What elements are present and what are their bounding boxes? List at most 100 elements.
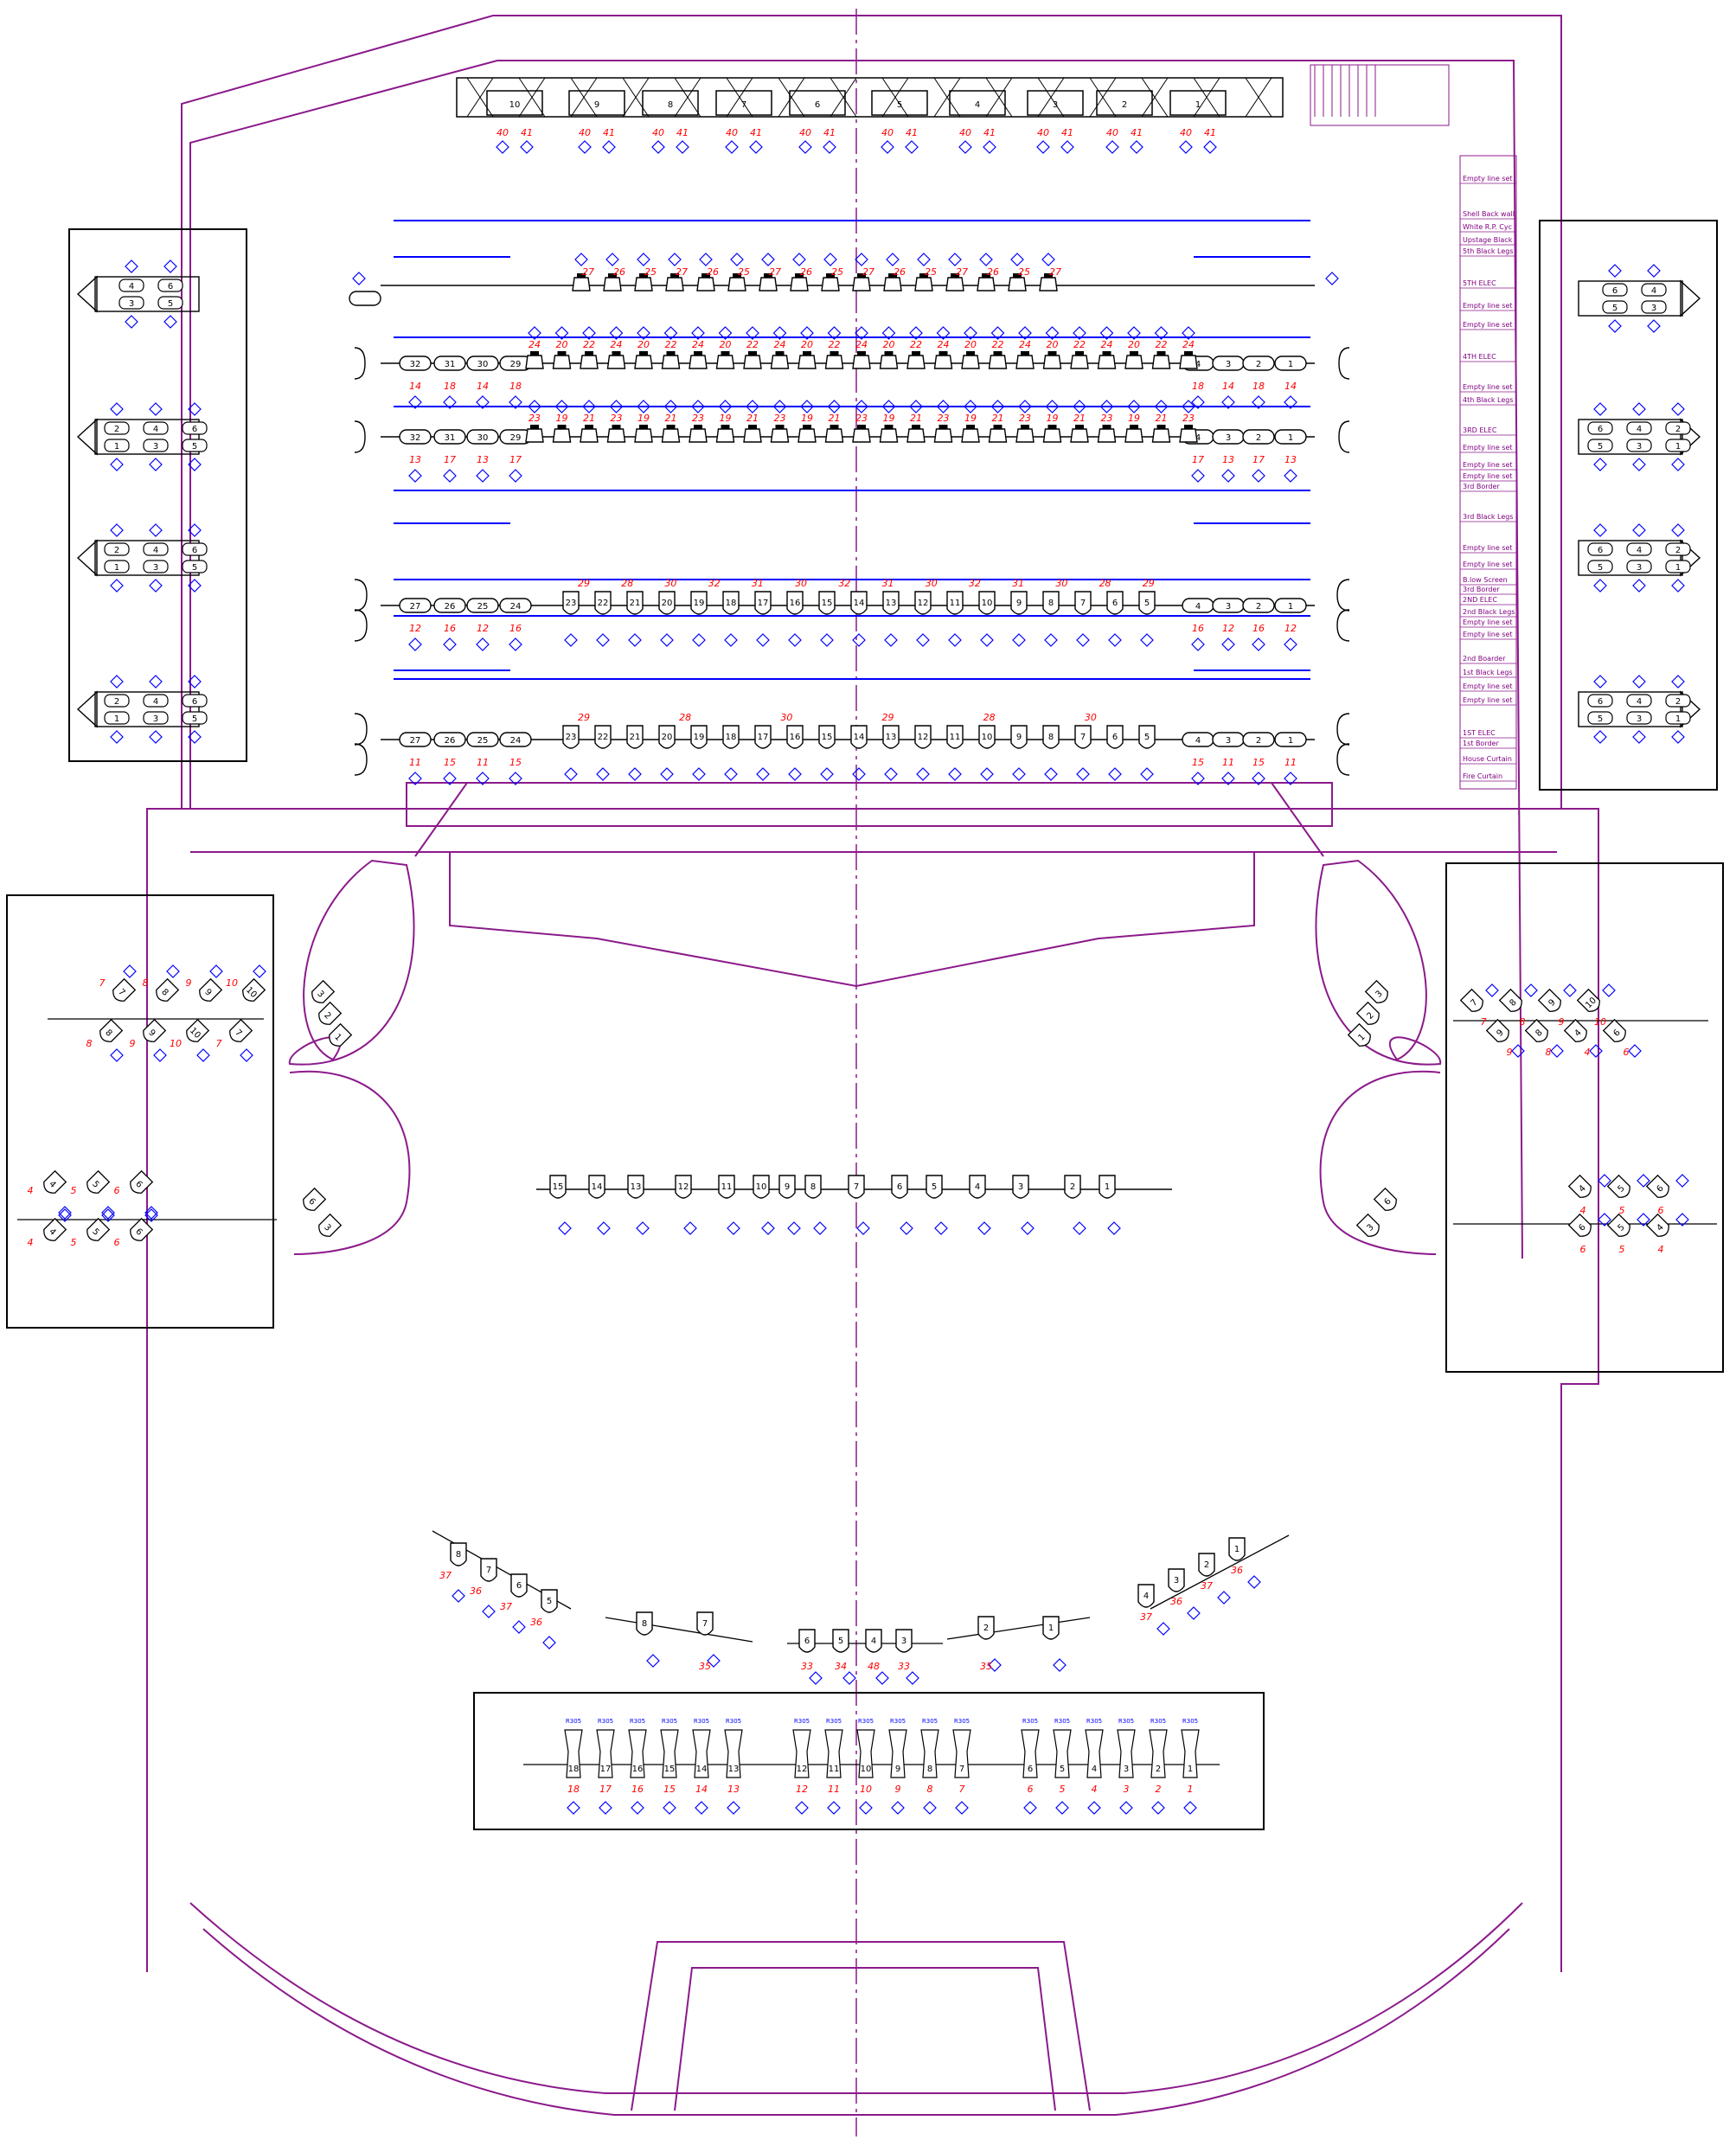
boom-fixture-label: 6 [168, 282, 173, 291]
fixture-unit-label: 9 [1016, 599, 1022, 608]
truss-web [881, 77, 909, 118]
ellipsoidal-fixture [891, 1175, 908, 1199]
unit-number: 18 [567, 1784, 580, 1795]
box-boom-fixture: 10 [242, 977, 266, 1002]
unit-number: 23 [1019, 413, 1031, 424]
boom-fixture-label: 5 [1598, 714, 1603, 724]
pipe-end-fixture [354, 347, 366, 380]
fixture-body [199, 977, 223, 1002]
ellipsoidal-fixture [627, 1175, 644, 1199]
fixture-yoke [966, 351, 975, 356]
circuit-tag [792, 253, 806, 266]
circuit-tag [542, 1636, 556, 1650]
cove-fixture-label: 14 [696, 1765, 708, 1774]
circuit-tag [1044, 767, 1058, 781]
unit-number: 30 [795, 578, 807, 589]
boom-fixture-label: 4 [153, 546, 158, 555]
wing-fixture-label: 3 [1226, 433, 1231, 443]
wing-fixture-label: 2 [1256, 360, 1261, 369]
ellipsoidal-fixture [1138, 725, 1156, 749]
par-fixture [883, 277, 902, 291]
fixture-unit-label: 2 [1204, 1560, 1209, 1570]
circuit-tag [651, 140, 665, 154]
cyc-color: 40 [652, 127, 664, 138]
cove-fixture-label: 3 [1124, 1765, 1129, 1774]
ellipsoidal-fixture [946, 725, 964, 749]
boom-fixture-label: 6 [1598, 425, 1603, 434]
circuit-tag [1252, 637, 1265, 651]
ellipsoidal-fixture [658, 591, 676, 615]
circuit-tag [990, 400, 1005, 413]
fixture-yoke [857, 425, 866, 429]
unit-number: 36 [1170, 1596, 1182, 1607]
circuit-tag [1632, 402, 1646, 416]
boom-fixture-label: 1 [1675, 563, 1681, 573]
wing-fixture-label: 2 [1256, 736, 1261, 746]
circuit-tag [809, 1671, 823, 1685]
boom-fixture-label: 4 [153, 697, 158, 707]
fixture-yoke [1184, 351, 1193, 356]
wing-fixture [499, 732, 532, 747]
boom-fixture [182, 542, 208, 556]
boom-fixture-label: 2 [1675, 425, 1681, 434]
boom-pipe-end [76, 418, 98, 456]
fixture-yoke [884, 351, 894, 356]
par-fixture [1124, 428, 1143, 443]
fixture-body [1602, 1018, 1626, 1042]
unit-number: 30 [664, 578, 676, 589]
cove-position: R3051818R3051717R3051616R3051515R3051414… [523, 1718, 1220, 1815]
cove-fixture-label: 1 [1188, 1765, 1193, 1774]
unit-number: 17 [444, 454, 456, 465]
ellipsoidal-fixture [690, 725, 708, 749]
unit-number: 16 [444, 623, 456, 634]
unit-number: 4 [28, 1237, 34, 1248]
circuit-tag [609, 326, 624, 340]
fixture-body [43, 1217, 67, 1241]
circuit-tag [881, 140, 894, 154]
fixture-unit-label: 11 [721, 1182, 733, 1192]
circuit-tag [408, 772, 422, 785]
unit-number: 23 [1182, 413, 1195, 424]
cove-unit-type: R305 [1022, 1718, 1038, 1725]
unit-number: 4 [1585, 1047, 1591, 1058]
par-fixture [945, 277, 964, 291]
circuit-tag [1127, 400, 1141, 413]
wing-fixture-label: 32 [410, 360, 421, 369]
fixture-body [99, 1018, 124, 1042]
circuit-tag [1485, 983, 1499, 997]
truss-web [1141, 77, 1169, 118]
cove-fixture [1181, 1729, 1200, 1778]
unit-number: 6 [114, 1237, 120, 1248]
circuit-tag [1593, 675, 1607, 689]
fixture-yoke [1130, 425, 1138, 429]
unit-number: 13 [1222, 454, 1234, 465]
unit-number: 22 [992, 339, 1004, 350]
line-set-name: Empty line set [1463, 682, 1513, 690]
circuit-tag [990, 326, 1005, 340]
unit-number: 11 [1222, 757, 1234, 768]
line-set-name: Empty line set [1463, 175, 1513, 183]
circuit-tag [188, 579, 202, 593]
truss-web [466, 77, 494, 118]
par-fixture [1097, 428, 1117, 443]
unit-number: 29 [578, 578, 590, 589]
fixture-unit-label: 5 [1144, 599, 1150, 608]
circuit-tag [823, 253, 837, 266]
fixture-unit-label: 13 [886, 599, 897, 608]
cove-unit-type: R305 [794, 1718, 810, 1725]
wing-fixture [1242, 429, 1275, 445]
circuit-tag [852, 767, 866, 781]
box-boom-fixture: 3 [318, 1213, 343, 1237]
par-fixture [580, 428, 599, 443]
fixture-yoke [639, 351, 648, 356]
line-set-name: Shell Back wall [1463, 210, 1515, 218]
wing-fixture-label: 1 [1288, 433, 1293, 443]
ellipsoidal-fixture [594, 725, 612, 749]
truss-web [1245, 77, 1272, 118]
boom-fixture-label: 3 [1651, 304, 1656, 313]
wing-fixture-label: 3 [1226, 360, 1231, 369]
architecture [146, 9, 1599, 2136]
fixture-yoke [1021, 351, 1029, 356]
